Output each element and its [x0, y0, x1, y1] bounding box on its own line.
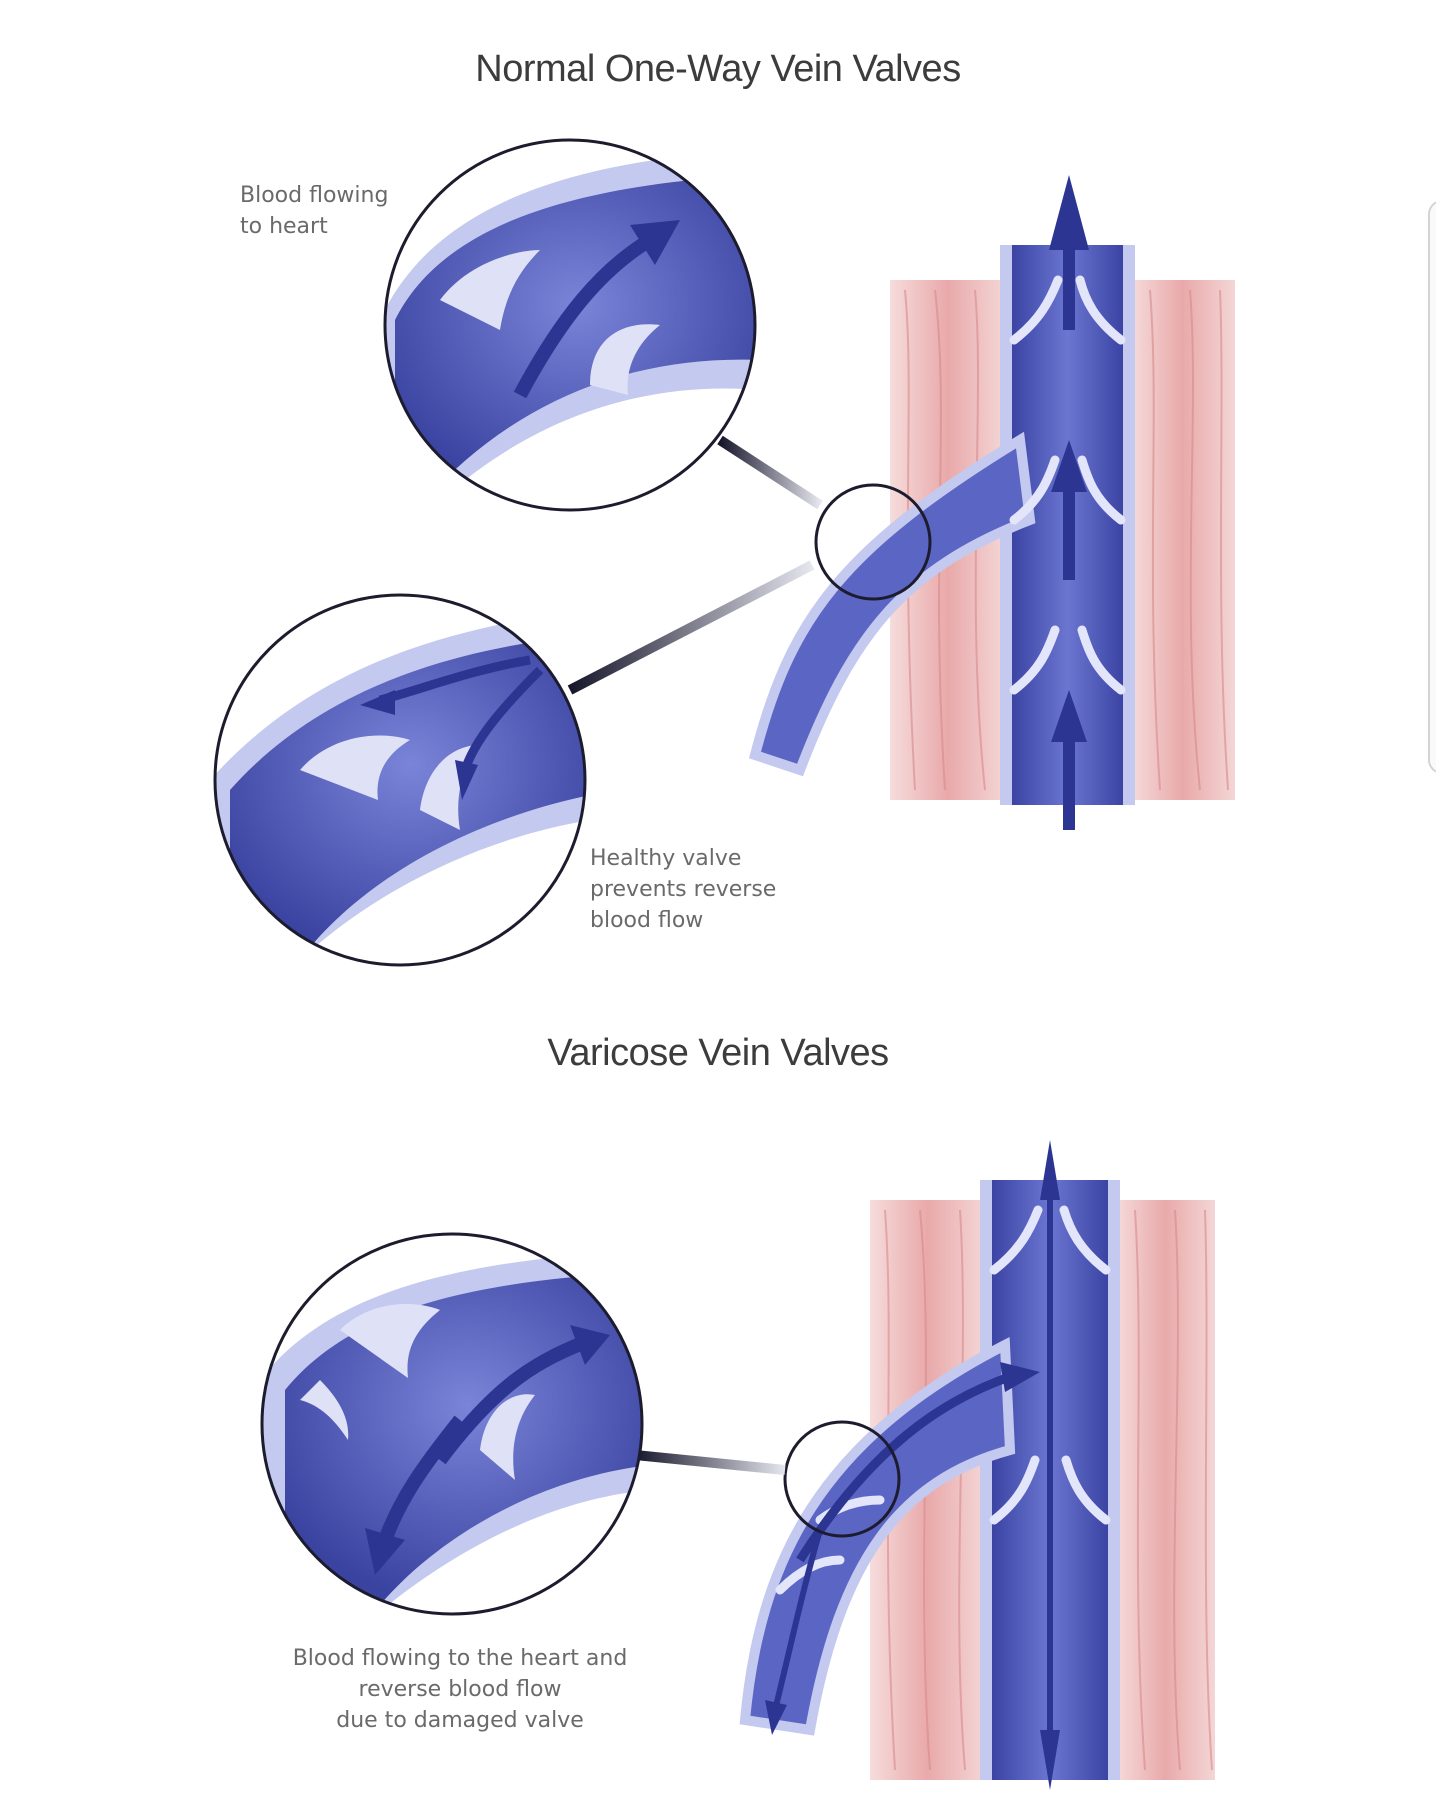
scrollbar-edge[interactable]	[1428, 200, 1436, 774]
connector-line	[634, 1450, 786, 1475]
connector-line	[567, 560, 815, 695]
branch-vein	[739, 1337, 1016, 1736]
label-line: due to damaged valve	[336, 1708, 584, 1733]
zoom-view-damaged	[262, 1234, 642, 1614]
zoom-view-lower	[215, 595, 585, 965]
title-varicose-valves: Varicose Vein Valves	[547, 1032, 889, 1074]
label-line: Blood flowing	[240, 183, 389, 208]
label-line: to heart	[240, 214, 328, 239]
muscle-tissue-right	[1130, 280, 1235, 800]
magnifier-ring	[783, 1420, 901, 1538]
branch-vein	[748, 431, 1036, 777]
title-normal-valves: Normal One-Way Vein Valves	[475, 48, 961, 90]
muscle-tissue-right	[1115, 1200, 1215, 1780]
zoom-view-upper	[385, 140, 755, 510]
label-line: Blood flowing to the heart and	[292, 1646, 628, 1671]
label-line: Healthy valve	[590, 846, 742, 871]
label-line: blood flow	[590, 908, 704, 933]
label-line: reverse blood flow	[358, 1677, 562, 1702]
label-damaged-valve: Blood flowing to the heart and reverse b…	[240, 1643, 680, 1736]
label-blood-flowing-to-heart: Blood flowing to heart	[240, 180, 388, 242]
varicose-vein-illustration	[260, 1140, 1215, 1790]
label-line: prevents reverse	[590, 877, 777, 902]
label-healthy-valve: Healthy valve prevents reverse blood flo…	[590, 843, 776, 936]
connector-line	[717, 435, 823, 510]
magnifier-ring-upper	[814, 483, 932, 601]
normal-vein-illustration	[213, 138, 1235, 967]
